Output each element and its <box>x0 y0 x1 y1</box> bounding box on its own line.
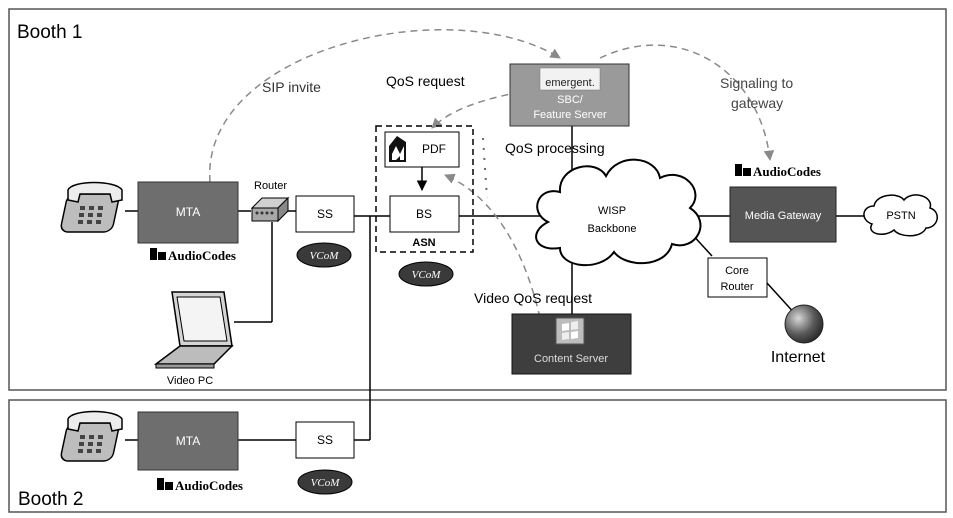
router-label: Router <box>254 180 287 192</box>
booth2-title: Booth 2 <box>18 489 84 510</box>
qos-processing-label: QoS processing <box>505 140 605 156</box>
booth1-title: Booth 1 <box>17 22 83 43</box>
wisp-label-line1: WISP <box>598 205 626 217</box>
audiocodes-logo-gateway: AudioCodes <box>735 164 821 179</box>
wisp-backbone-cloud <box>535 158 702 266</box>
ss-booth1 <box>295 195 355 233</box>
internet-globe-icon <box>784 304 824 344</box>
bs-box <box>389 195 460 233</box>
mta-booth2 <box>137 411 239 471</box>
audiocodes-logo-booth2: AudioCodes <box>157 478 243 493</box>
core-router-label-line1: Core <box>725 265 749 277</box>
sip-invite-label: SIP invite <box>262 79 321 95</box>
sbc-label-line2: Feature Server <box>533 109 607 121</box>
ss-booth2 <box>295 421 355 459</box>
pstn-label: PSTN <box>886 210 915 222</box>
pdf-logo-icon <box>389 136 406 162</box>
qos-request-label: QoS request <box>386 73 465 89</box>
qos-processing-dots <box>482 137 488 199</box>
media-gateway-label: Media Gateway <box>745 210 822 222</box>
vcom-logo-asn <box>398 261 454 287</box>
phone-icon-booth1 <box>59 181 123 233</box>
svg-text:AudioCodes: AudioCodes <box>175 478 243 493</box>
qos-request-arrow <box>431 91 521 129</box>
asn-label: ASN <box>412 237 435 249</box>
laptop-icon <box>153 291 234 369</box>
pdf-label: PDF <box>422 142 446 156</box>
audiocodes-logo-booth1: AudioCodes <box>150 248 236 263</box>
core-router <box>707 257 768 298</box>
mta-booth1-label: MTA <box>176 205 200 219</box>
svg-text:AudioCodes: AudioCodes <box>168 248 236 263</box>
phone-icon-booth2 <box>59 410 123 462</box>
video-qos-request-label: Video QoS request <box>474 290 592 306</box>
mta-booth2-label: MTA <box>176 434 200 448</box>
wisp-label-line2: Backbone <box>588 223 637 235</box>
signal-arrows <box>209 29 775 319</box>
mta-booth1 <box>137 181 239 244</box>
svg-text:AudioCodes: AudioCodes <box>753 164 821 179</box>
sip-invite-arrow <box>209 29 561 183</box>
vcom-logo-ss1 <box>296 242 352 268</box>
emergent-logo-text: emergent. <box>545 77 595 89</box>
core-router-label-line2: Router <box>720 281 753 293</box>
video-qos-request-arrow <box>444 173 541 319</box>
content-server-label: Content Server <box>534 353 608 365</box>
bs-label: BS <box>416 207 432 221</box>
signaling-label-line2: gateway <box>731 95 783 111</box>
media-gateway <box>729 186 837 243</box>
ss-booth2-label: SS <box>317 433 333 447</box>
windows-logo-icon <box>555 317 585 345</box>
video-pc-label: Video PC <box>167 375 213 387</box>
pstn-cloud <box>863 194 938 237</box>
emergent-logo-box <box>539 67 601 91</box>
ss-booth1-label: SS <box>317 207 333 221</box>
sbc-label-line1: SBC/ <box>557 94 584 106</box>
signaling-label-line1: Signaling to <box>720 75 793 91</box>
vcom-logo-ss2 <box>297 469 353 495</box>
router-icon <box>250 196 290 223</box>
internet-label: Internet <box>771 349 826 366</box>
asn-boundary <box>375 125 474 253</box>
